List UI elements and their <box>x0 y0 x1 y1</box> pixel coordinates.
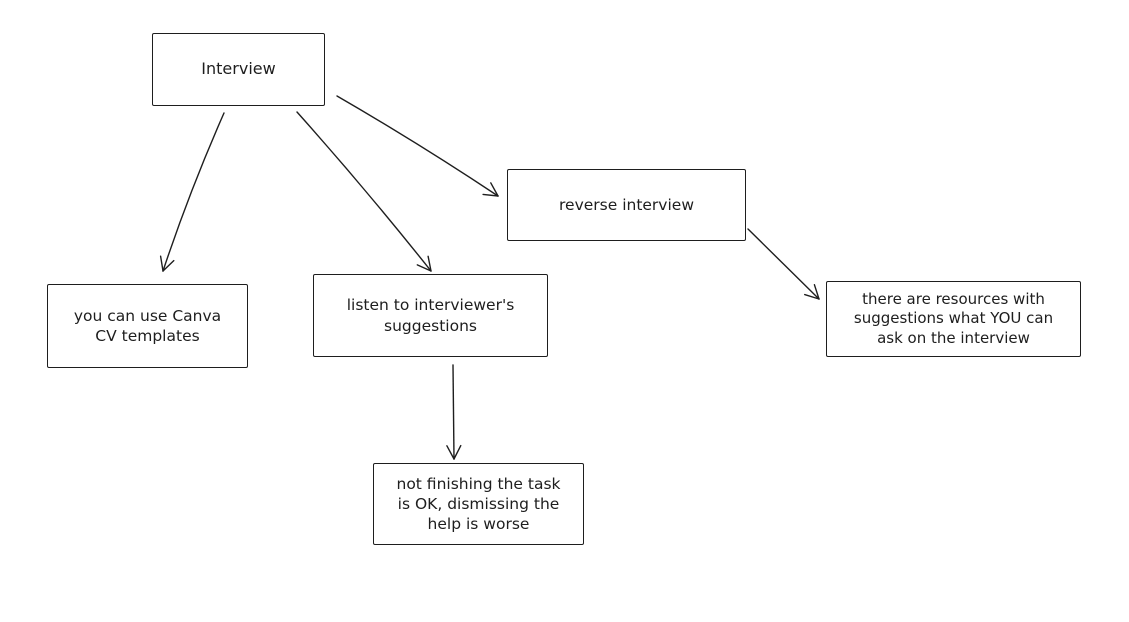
node-reverse-interview[interactable]: reverse interview <box>507 169 746 241</box>
arrow-interview-to-canva[interactable] <box>159 112 225 272</box>
node-listen-label: listen to interviewer's suggestions <box>346 296 515 335</box>
arrow-listen-to-notfinish[interactable] <box>446 364 462 460</box>
arrow-reverse-to-resources[interactable] <box>747 228 820 300</box>
node-not-finishing-ok[interactable]: not finishing the task is OK, dismissing… <box>373 463 584 545</box>
node-listen-suggestions[interactable]: listen to interviewer's suggestions <box>313 274 548 357</box>
node-notfinish-label: not finishing the task is OK, dismissing… <box>396 474 561 534</box>
arrow-interview-to-reverse[interactable] <box>336 95 499 197</box>
node-canva-cv-templates[interactable]: you can use Canva CV templates <box>47 284 248 368</box>
node-interview[interactable]: Interview <box>152 33 325 106</box>
node-reverse-label: reverse interview <box>559 195 694 214</box>
node-interview-resources[interactable]: there are resources with suggestions wha… <box>826 281 1081 357</box>
node-resources-label: there are resources with suggestions wha… <box>853 289 1054 347</box>
node-canva-label: you can use Canva CV templates <box>73 306 222 345</box>
node-interview-label: Interview <box>201 59 276 79</box>
arrow-interview-to-listen[interactable] <box>296 111 432 272</box>
